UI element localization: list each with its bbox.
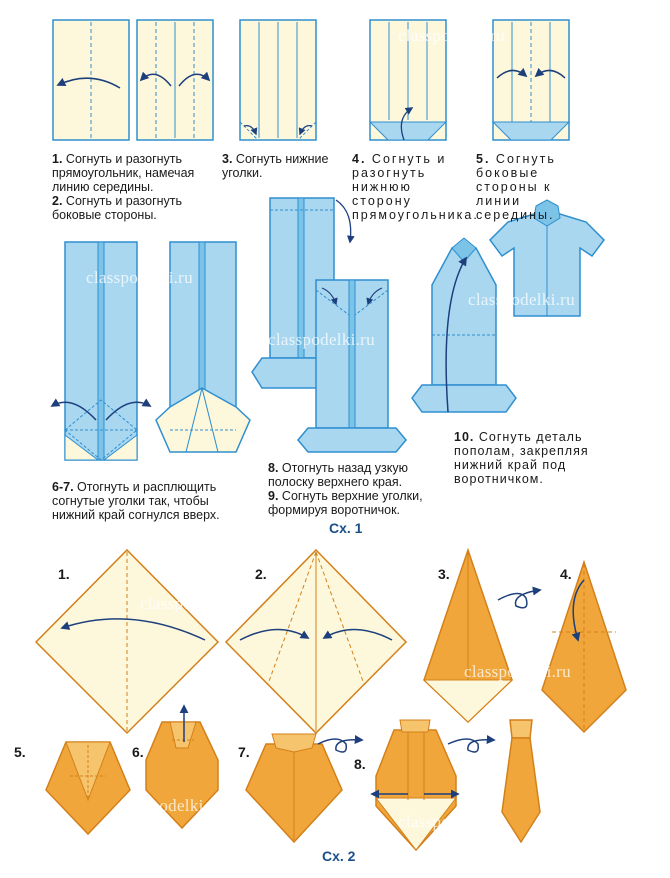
finished-tie bbox=[501, 719, 541, 844]
s2-step3 bbox=[422, 547, 514, 724]
caption-step6-7: 6-7. Отогнуть и расплющить согнутые угол… bbox=[52, 480, 220, 522]
s2-num-7: 7. bbox=[238, 744, 250, 760]
step10-figure bbox=[411, 237, 517, 413]
caption-step1: 1. Согнуть и разогнуть прямоугольник, на… bbox=[52, 152, 195, 194]
s2-step2 bbox=[224, 548, 408, 735]
step5-rectangle bbox=[491, 19, 571, 141]
step1-rectangle bbox=[52, 19, 130, 141]
caption-step2: 2. Согнуть и разогнуть боковые стороны. bbox=[52, 194, 183, 222]
step3-rectangle bbox=[239, 19, 317, 141]
s2-step1 bbox=[34, 548, 220, 735]
s2-num-1: 1. bbox=[58, 566, 70, 582]
s2-num-2: 2. bbox=[255, 566, 267, 582]
step9-figure bbox=[297, 279, 407, 453]
step7-figure bbox=[155, 241, 251, 453]
finished-shirt bbox=[489, 199, 605, 317]
schema2-label: Сх. 2 bbox=[322, 848, 356, 864]
s2-step7 bbox=[245, 733, 343, 844]
s2-num-6: 6. bbox=[132, 744, 144, 760]
caption-step10: 10. Согнуть деталь пополам, закрепляя ни… bbox=[454, 430, 589, 486]
step6-figure bbox=[50, 241, 152, 461]
s2-step6 bbox=[145, 704, 219, 830]
step2-rectangle bbox=[136, 19, 214, 141]
s2-num-5: 5. bbox=[14, 744, 26, 760]
schema1-label: Сх. 1 bbox=[329, 520, 363, 536]
caption-step3: 3. Согнуть нижние уголки. bbox=[222, 152, 329, 180]
caption-step5: 5. Согнуть боковые стороны к линии серед… bbox=[476, 152, 556, 222]
s2-step5 bbox=[45, 741, 131, 836]
s2-step4 bbox=[541, 559, 627, 734]
s2-step8 bbox=[370, 719, 460, 852]
loop-arrow-3-4 bbox=[497, 586, 542, 609]
s2-num-8: 8. bbox=[354, 756, 366, 772]
loop-arrow-8-tie bbox=[447, 734, 496, 753]
caption-step4: 4. Согнуть и разогнуть нижнюю сторону пр… bbox=[352, 152, 479, 222]
caption-step8: 8. Отогнуть назад узкую полоску верхнего… bbox=[268, 461, 408, 489]
caption-step9: 9. Согнуть верхние уголки, формируя воро… bbox=[268, 489, 423, 517]
s2-num-4: 4. bbox=[560, 566, 572, 582]
loop-arrow-7-8 bbox=[317, 734, 364, 753]
step4-rectangle bbox=[368, 19, 448, 141]
s2-num-3: 3. bbox=[438, 566, 450, 582]
